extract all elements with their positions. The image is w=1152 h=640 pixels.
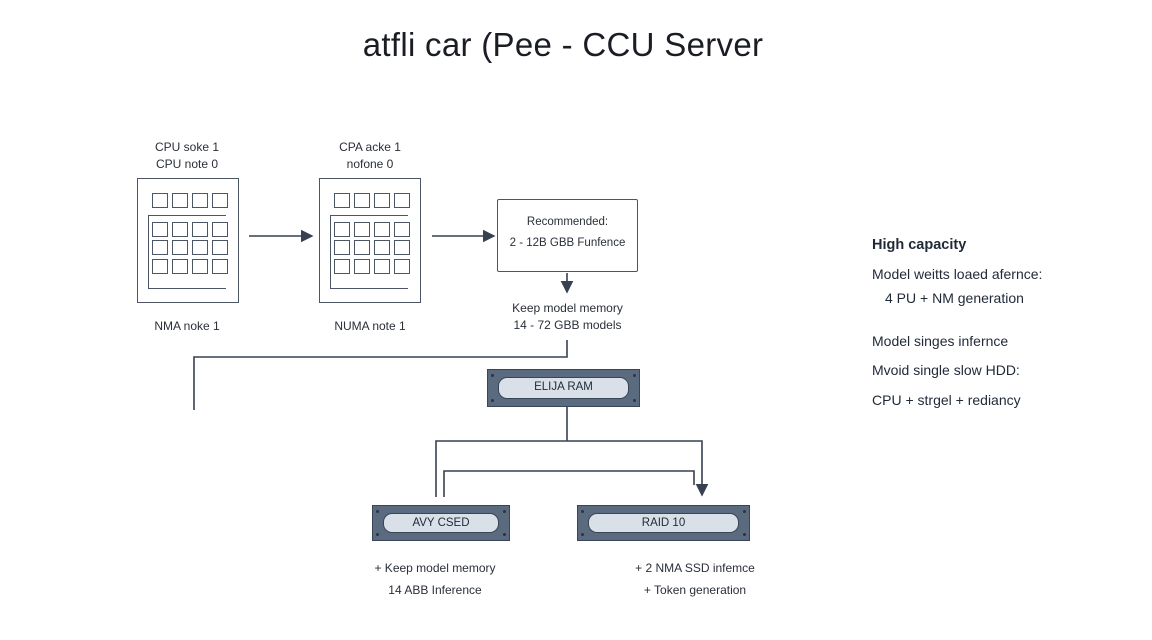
core-cell bbox=[192, 193, 208, 208]
core-cell bbox=[172, 240, 188, 255]
core-cell bbox=[374, 259, 390, 274]
socket2-top-label2: nofone 0 bbox=[346, 157, 394, 171]
core-cell bbox=[354, 259, 370, 274]
ram-module: ELIJA RAM bbox=[487, 369, 640, 407]
screw bbox=[581, 533, 584, 536]
side-note-4: Mvoid single slow HDD: bbox=[872, 362, 1020, 378]
socket1-left-rail bbox=[148, 215, 149, 289]
core-cell bbox=[334, 240, 350, 255]
core-cell bbox=[374, 193, 390, 208]
screw bbox=[491, 399, 494, 402]
screw bbox=[633, 399, 636, 402]
recommended-title: Recommended: bbox=[526, 216, 609, 228]
socket1-top-label2: CPU note 0 bbox=[155, 157, 219, 171]
screw bbox=[633, 374, 636, 377]
socket1-divider bbox=[148, 215, 226, 216]
socket1-base bbox=[148, 288, 226, 289]
side-note-5: CPU + strgel + rediancy bbox=[872, 392, 1021, 408]
right-drive-caption2: + Token generation bbox=[643, 583, 747, 597]
core-cell bbox=[334, 193, 350, 208]
core-cell bbox=[212, 259, 228, 274]
side-note-2: 4 PU + NM generation bbox=[885, 290, 1024, 306]
cpu-socket1 bbox=[137, 178, 239, 303]
core-cell bbox=[172, 193, 188, 208]
keep-memory-label: Keep model memory bbox=[512, 301, 623, 315]
left-drive-label: AVY CSED bbox=[383, 513, 499, 533]
core-cell bbox=[354, 240, 370, 255]
core-cell bbox=[394, 222, 410, 237]
screw bbox=[376, 510, 379, 513]
screw bbox=[743, 533, 746, 536]
left-drive: AVY CSED bbox=[372, 505, 510, 541]
left-drive-caption2: 14 ABB Inference bbox=[388, 583, 482, 597]
recommended-detail: 2 - 12B GBB Funfence bbox=[509, 237, 626, 249]
core-cell bbox=[152, 240, 168, 255]
screw bbox=[581, 510, 584, 513]
core-cell bbox=[374, 240, 390, 255]
socket2-left-rail bbox=[330, 215, 331, 289]
socket2-base bbox=[330, 288, 408, 289]
screw bbox=[503, 510, 506, 513]
screw bbox=[376, 533, 379, 536]
core-cell bbox=[374, 222, 390, 237]
core-cell bbox=[212, 240, 228, 255]
core-cell bbox=[172, 259, 188, 274]
core-cell bbox=[152, 222, 168, 237]
core-cell bbox=[394, 240, 410, 255]
socket2-top-label1: CPA acke 1 bbox=[339, 140, 401, 154]
core-cell bbox=[172, 222, 188, 237]
core-cell bbox=[192, 240, 208, 255]
diagram-title: atfli car (Pee - CCU Server bbox=[362, 26, 764, 63]
socket2-bottom-label: NUMA note 1 bbox=[334, 319, 406, 333]
core-cell bbox=[152, 259, 168, 274]
core-cell bbox=[334, 259, 350, 274]
line-branch-inner bbox=[443, 470, 695, 497]
cpu-socket2 bbox=[319, 178, 421, 303]
core-cell bbox=[334, 222, 350, 237]
side-note-1: Model weitts loaed afernce: bbox=[872, 266, 1043, 282]
ram-label: ELIJA RAM bbox=[498, 377, 629, 399]
core-cell bbox=[354, 193, 370, 208]
core-cell bbox=[394, 193, 410, 208]
recommended-box: Recommended: 2 - 12B GBB Funfence bbox=[497, 199, 638, 272]
right-drive: RAID 10 bbox=[577, 505, 750, 541]
core-cell bbox=[192, 259, 208, 274]
core-cell bbox=[192, 222, 208, 237]
core-cell bbox=[394, 259, 410, 274]
core-cell bbox=[212, 193, 228, 208]
side-heading: High capacity bbox=[872, 237, 967, 253]
side-note-3: Model singes infernce bbox=[872, 333, 1009, 349]
screw bbox=[743, 510, 746, 513]
socket1-bottom-label: NMA noke 1 bbox=[154, 319, 220, 333]
right-drive-label: RAID 10 bbox=[588, 513, 739, 533]
screw bbox=[491, 374, 494, 377]
right-drive-caption1: + 2 NMA SSD infemce bbox=[635, 561, 755, 575]
left-drive-caption1: + Keep model memory bbox=[374, 561, 496, 575]
socket2-divider bbox=[330, 215, 408, 216]
screw bbox=[503, 533, 506, 536]
keep-models-label: 14 - 72 GBB models bbox=[513, 318, 622, 332]
core-cell bbox=[354, 222, 370, 237]
socket1-top-label1: CPU soke 1 bbox=[154, 140, 220, 154]
line-branch-outer bbox=[435, 440, 709, 497]
line-keep-to-left bbox=[193, 340, 568, 410]
core-cell bbox=[212, 222, 228, 237]
core-cell bbox=[152, 193, 168, 208]
